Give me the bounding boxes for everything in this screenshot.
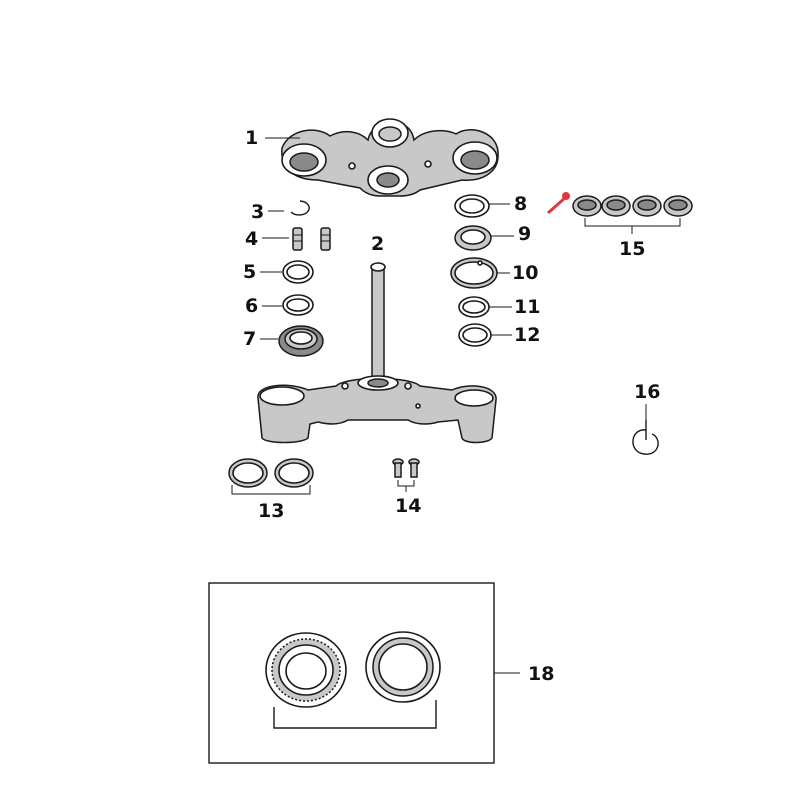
label-12: 12 [514, 324, 540, 346]
part-3-circlip[interactable] [290, 200, 310, 216]
part-12-ring[interactable] [458, 323, 492, 347]
label-2: 2 [371, 233, 384, 255]
label-16: 16 [634, 381, 660, 403]
part-6-ring[interactable] [282, 294, 314, 316]
bracket-15 [584, 218, 681, 227]
label-14: 14 [395, 495, 421, 517]
bracket-14 [397, 480, 415, 487]
part-13-bushings[interactable] [228, 458, 314, 488]
label-6: 6 [245, 295, 258, 317]
part-15-caps[interactable] [572, 195, 693, 217]
part-4-studs[interactable] [292, 227, 331, 251]
part-18-bearings[interactable] [265, 631, 441, 708]
red-arrow-icon [547, 192, 570, 215]
label-10: 10 [512, 262, 538, 284]
label-18: 18 [528, 663, 554, 685]
label-5: 5 [243, 261, 256, 283]
part-10-lock-washer[interactable] [450, 257, 498, 289]
label-1: 1 [245, 127, 258, 149]
bracket-18 [273, 700, 437, 729]
part-11-ring[interactable] [458, 296, 490, 318]
part-14-bolts[interactable] [392, 458, 420, 478]
bracket-13 [231, 485, 311, 495]
label-9: 9 [518, 223, 531, 245]
part-9-washer[interactable] [454, 225, 492, 251]
part-16-hairpin-clip[interactable] [632, 420, 659, 455]
part-1-upper-triple-clamp[interactable] [281, 118, 499, 197]
label-13: 13 [258, 500, 284, 522]
part-5-ring[interactable] [282, 260, 314, 284]
part-18-bearing-kit-box[interactable] [208, 582, 495, 764]
part-8-ring[interactable] [454, 194, 490, 218]
part-7-seal[interactable] [278, 325, 324, 357]
label-7: 7 [243, 328, 256, 350]
label-15: 15 [619, 238, 645, 260]
label-8: 8 [514, 193, 527, 215]
label-4: 4 [245, 228, 258, 250]
label-3: 3 [251, 201, 264, 223]
part-2-steering-stem-lower-clamp[interactable] [257, 262, 497, 444]
label-11: 11 [514, 296, 540, 318]
